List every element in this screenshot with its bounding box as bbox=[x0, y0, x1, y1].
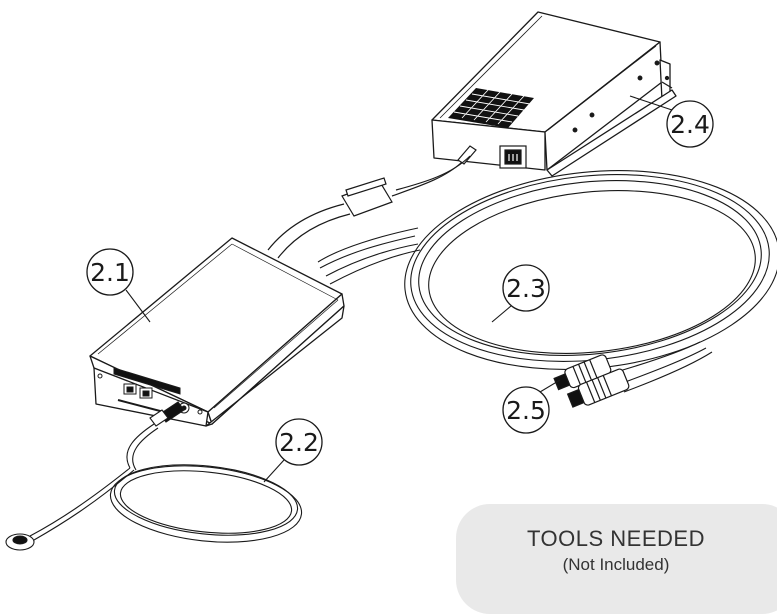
callout-label-2-2: 2.2 bbox=[279, 428, 319, 457]
tools-needed-subtitle: (Not Included) bbox=[562, 555, 670, 574]
sensor-cable-bundle bbox=[317, 227, 421, 285]
vent-grille bbox=[448, 88, 534, 128]
callout-label-2-4: 2.4 bbox=[670, 110, 710, 139]
tools-needed-panel: TOOLS NEEDED (Not Included) bbox=[456, 504, 777, 614]
connectors bbox=[553, 354, 630, 408]
callout-2-2: 2.2 bbox=[263, 418, 323, 483]
exploded-parts-diagram: 2.1 2.2 2.3 2.4 2.5 bbox=[5, 11, 777, 551]
callout-2-1: 2.1 bbox=[86, 248, 151, 323]
power-inlet bbox=[499, 145, 527, 169]
tools-needed-title: TOOLS NEEDED bbox=[527, 526, 705, 551]
callout-label-2-3: 2.3 bbox=[506, 274, 546, 303]
sensor-plug bbox=[149, 401, 185, 427]
callout-2-4: 2.4 bbox=[629, 95, 714, 148]
front-panel bbox=[97, 367, 203, 415]
sensor-cable bbox=[29, 423, 303, 543]
callout-label-2-1: 2.1 bbox=[90, 258, 130, 287]
cable-coil bbox=[404, 170, 777, 393]
callout-2-5: 2.5 bbox=[502, 379, 561, 434]
callout-label-2-5: 2.5 bbox=[506, 396, 546, 425]
sensor-puck bbox=[5, 533, 35, 551]
vent-slots bbox=[453, 89, 531, 125]
callout-2-3: 2.3 bbox=[491, 264, 550, 323]
dc-cable bbox=[267, 145, 477, 259]
